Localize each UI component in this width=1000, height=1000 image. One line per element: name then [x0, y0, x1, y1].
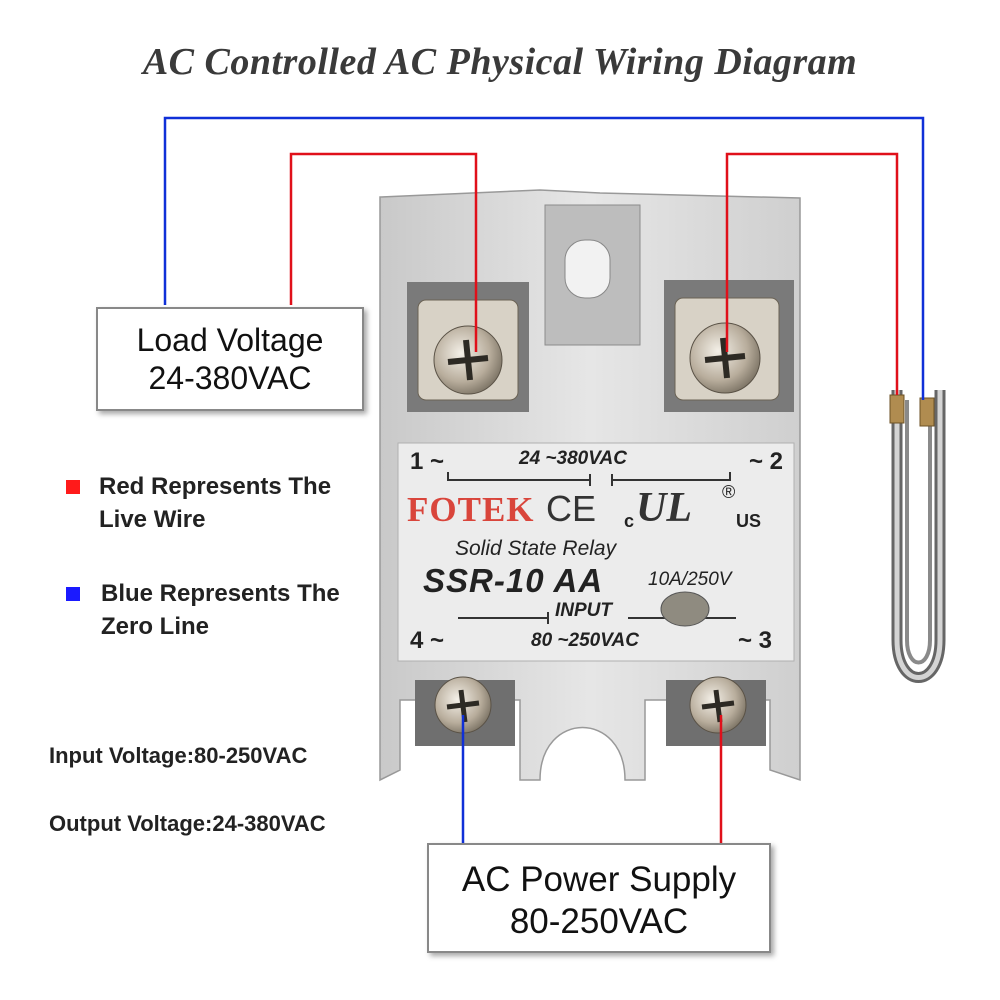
mounting-post	[564, 239, 611, 299]
terminal-4-label: 4 ~	[410, 627, 445, 654]
ul-mark: UL	[636, 485, 692, 531]
input-range-label: 80 ~250VAC	[531, 630, 639, 651]
red-legend-line1: Red Represents The	[99, 473, 332, 500]
power-supply-range: 80-250VAC	[509, 902, 689, 941]
red-wire-load	[289, 152, 478, 352]
diagram-title: AC Controlled AC Physical Wiring Diagram	[142, 41, 858, 83]
terminal-screw-3	[689, 676, 747, 734]
red-legend-line2: Live Wire	[99, 506, 206, 533]
output-range-label: 24 ~380VAC	[519, 448, 627, 469]
red-legend-swatch	[66, 480, 80, 494]
red-legend-text: Red Represents The Live Wire	[99, 470, 331, 536]
relay-model: SSR-10 AA	[423, 562, 604, 599]
terminal-1-label: 1 ~	[410, 448, 445, 475]
heater-element	[889, 390, 946, 683]
input-label: INPUT	[555, 600, 612, 621]
terminal-2-label: ~ 2	[749, 448, 784, 475]
load-voltage-box: Load Voltage 24-380VAC	[96, 307, 364, 411]
load-voltage-range: 24-380VAC	[148, 360, 312, 396]
ul-us-mark: US	[736, 511, 762, 531]
power-supply-box: AC Power Supply 80-250VAC	[427, 843, 771, 953]
blue-legend-text: Blue Represents The Zero Line	[101, 577, 340, 643]
terminal-screw-1	[417, 299, 519, 401]
blue-legend-line2: Zero Line	[101, 613, 210, 640]
output-voltage-spec: Output Voltage:24-380VAC	[49, 811, 326, 836]
relay-rating: 10A/250V	[648, 569, 732, 590]
relay-subtitle: Solid State Relay	[455, 537, 617, 560]
terminal-3-label: ~ 3	[738, 627, 773, 654]
power-supply-title: AC Power Supply	[461, 860, 737, 899]
ce-mark: CE	[546, 488, 597, 529]
brand-logo: FOTEK	[407, 490, 535, 529]
blue-legend-line1: Blue Represents The	[101, 580, 340, 607]
input-voltage-spec: Input Voltage:80-250VAC	[49, 743, 308, 768]
ul-c-mark: c	[624, 511, 635, 531]
blue-wire-load	[163, 116, 925, 400]
ul-registered-mark: ®	[722, 482, 736, 502]
input-led	[660, 591, 710, 627]
red-wire-heater	[725, 152, 899, 395]
blue-legend-swatch	[66, 587, 80, 601]
load-voltage-title: Load Voltage	[136, 322, 324, 358]
terminal-screw-4	[434, 676, 492, 734]
